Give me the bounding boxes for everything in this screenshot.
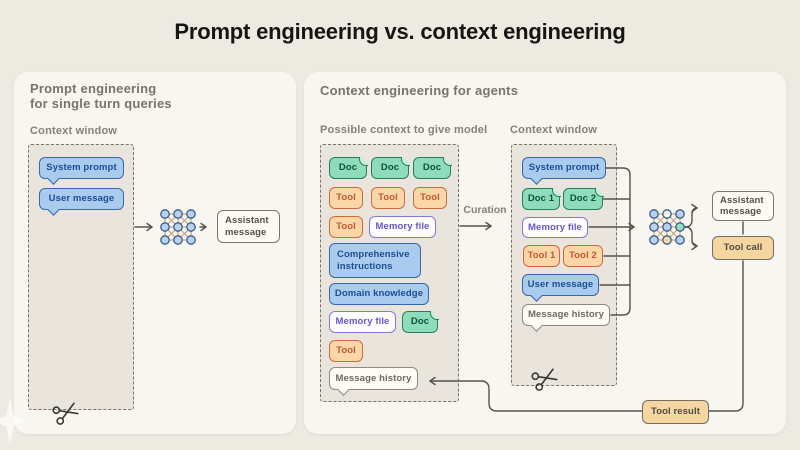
- tool-chip: Tool: [329, 340, 363, 362]
- tool-call-box: Tool call: [712, 236, 774, 260]
- message-history-label: Message history: [528, 309, 604, 321]
- message-history-chip: Message history: [522, 304, 610, 326]
- system-prompt-label: System prompt: [46, 162, 117, 174]
- system-prompt-label: System prompt: [528, 162, 600, 174]
- assistant-message-label: Assistant message: [720, 194, 764, 218]
- tool-chip: Tool: [329, 216, 363, 238]
- panel-header-left: Prompt engineering for single turn queri…: [30, 81, 172, 111]
- context-window-label-left: Context window: [30, 125, 118, 137]
- memory-file-chip: Memory file: [329, 311, 396, 333]
- assistant-message-box-left: Assistant message: [217, 210, 280, 243]
- tool-label: Tool: [420, 192, 440, 204]
- message-history-chip: Message history: [329, 367, 418, 390]
- doc-chip: Doc: [329, 156, 368, 179]
- tool-chip: Tool: [413, 187, 447, 209]
- comprehensive-instructions-chip: Comprehensive instructions: [329, 243, 421, 278]
- tool-label: Tool: [336, 192, 356, 204]
- tool-label: Tool: [336, 345, 356, 357]
- doc-2-chip: Doc 2: [563, 187, 604, 210]
- context-window-box-left: [28, 144, 134, 410]
- tool-1-label: Tool 1: [527, 250, 556, 262]
- message-history-label: Message history: [335, 372, 412, 384]
- assistant-message-box-right: Assistant message: [712, 191, 774, 221]
- tool-result-box: Tool result: [642, 400, 709, 424]
- panel-header-right: Context engineering for agents: [320, 83, 519, 98]
- tool-result-label: Tool result: [651, 406, 700, 418]
- assistant-message-label: Assistant message: [225, 215, 269, 238]
- tool-2-label: Tool 2: [569, 250, 597, 262]
- memory-file-label: Memory file: [375, 221, 430, 233]
- tool-1-chip: Tool 1: [523, 245, 560, 267]
- domain-knowledge-chip: Domain knowledge: [329, 283, 429, 305]
- doc-chip: Doc: [413, 156, 452, 179]
- tool-label: Tool: [336, 221, 356, 233]
- user-message-chip: User message: [39, 188, 124, 210]
- doc-1-label: Doc 1: [527, 193, 555, 205]
- comprehensive-instructions-label: Comprehensive instructions: [337, 249, 410, 272]
- tool-2-chip: Tool 2: [563, 245, 603, 267]
- tool-call-label: Tool call: [723, 242, 763, 254]
- memory-file-label: Memory file: [335, 316, 390, 328]
- slide-title: Prompt engineering vs. context engineeri…: [174, 19, 626, 44]
- doc-label: Doc: [338, 162, 358, 174]
- memory-file-label: Memory file: [528, 221, 582, 233]
- memory-file-chip: Memory file: [522, 217, 588, 238]
- doc-chip: Doc: [371, 156, 410, 179]
- possible-context-label: Possible context to give model: [320, 124, 488, 136]
- panel-header-line2: for single turn queries: [30, 96, 172, 111]
- doc-label: Doc: [380, 162, 400, 174]
- memory-file-chip: Memory file: [369, 216, 436, 238]
- system-prompt-chip: System prompt: [39, 157, 124, 179]
- doc-2-label: Doc 2: [569, 193, 597, 205]
- doc-label: Doc: [410, 316, 430, 328]
- doc-chip: Doc: [402, 310, 439, 333]
- curation-label: Curation: [463, 204, 507, 216]
- context-window-label-right: Context window: [510, 124, 598, 136]
- doc-label: Doc: [422, 162, 442, 174]
- tool-label: Tool: [378, 192, 398, 204]
- tool-chip: Tool: [371, 187, 405, 209]
- doc-1-chip: Doc 1: [522, 187, 561, 210]
- tool-chip: Tool: [329, 187, 363, 209]
- domain-knowledge-label: Domain knowledge: [334, 288, 424, 300]
- user-message-label: User message: [527, 279, 594, 291]
- user-message-label: User message: [48, 193, 115, 205]
- panel-header-line1: Prompt engineering: [30, 81, 157, 96]
- user-message-chip: User message: [522, 274, 599, 296]
- system-prompt-chip: System prompt: [522, 157, 606, 179]
